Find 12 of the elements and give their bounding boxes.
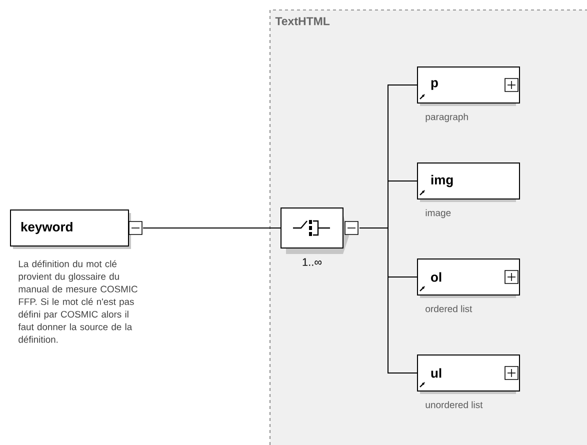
element-box: ul [417, 354, 520, 394]
element-caption: ordered list [426, 305, 472, 312]
occurrence-label: 1..∞ [302, 258, 322, 266]
element-caption: paragraph [426, 113, 468, 122]
element-box: img [417, 162, 520, 202]
connector-line [359, 228, 418, 374]
element-caption: image [426, 209, 451, 218]
element-box: p [417, 66, 520, 106]
element-caption: unordered list [426, 401, 483, 408]
element-box: keyword [10, 210, 131, 249]
element-box: ol [417, 258, 520, 298]
description-text: La définition du mot clé provient du glossaire du manual de mesure COSMIC FFP. Si le mot clé n'est pas défini par COSMIC alors il faut donner la source de la définition. [18, 260, 138, 343]
